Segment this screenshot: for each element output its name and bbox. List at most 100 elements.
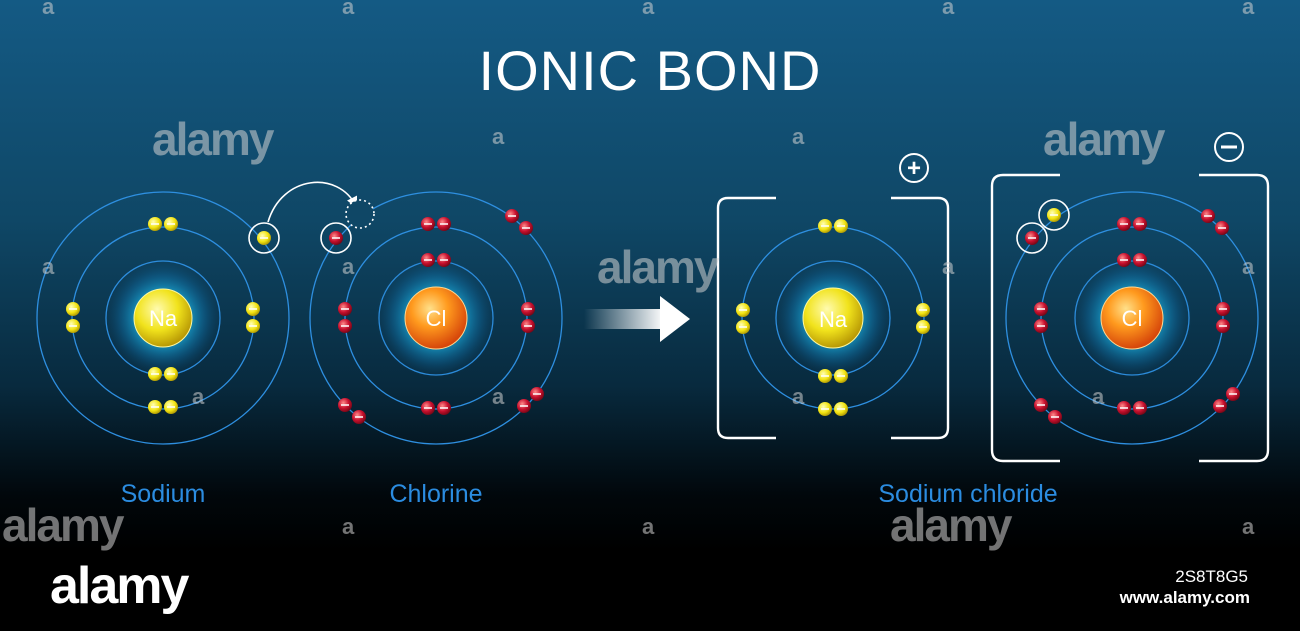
sodium-ion-symbol: Na — [819, 307, 848, 332]
chlorine-atom: Cl — [309, 191, 563, 445]
electron — [818, 402, 832, 416]
chloride-ion-nucleus — [1100, 286, 1164, 350]
electron — [818, 369, 832, 383]
electron — [164, 400, 178, 414]
electron — [916, 303, 930, 317]
chloride-ion-symbol: Cl — [1122, 306, 1143, 331]
electron — [164, 217, 178, 231]
electron — [1133, 217, 1147, 231]
electron — [164, 367, 178, 381]
electron — [1034, 302, 1048, 316]
electron — [736, 320, 750, 334]
electron — [1117, 217, 1131, 231]
electron — [1133, 401, 1147, 415]
watermark-small: a — [642, 0, 655, 19]
page-title: IONIC BOND — [478, 39, 822, 102]
electron — [437, 217, 451, 231]
sodium-electrons — [66, 217, 280, 414]
electron — [505, 209, 519, 223]
watermark: alamy — [1043, 113, 1165, 165]
electron — [1133, 253, 1147, 267]
electron — [437, 253, 451, 267]
watermark-small: a — [1242, 254, 1255, 279]
electron — [834, 219, 848, 233]
transferred-electron — [248, 222, 280, 254]
alamy-logo: alamy — [50, 557, 189, 615]
electron — [519, 221, 533, 235]
electron — [517, 399, 531, 413]
watermark: alamy — [2, 499, 124, 551]
watermark-small: a — [342, 254, 355, 279]
electron — [352, 410, 366, 424]
gained-electron — [1038, 199, 1070, 231]
diagram-panel — [0, 0, 1300, 551]
electron — [421, 401, 435, 415]
sodium-ion-orbit-2 — [741, 226, 925, 410]
sodium-orbit-2 — [71, 226, 255, 410]
chlorine-label: Chlorine — [389, 480, 483, 508]
sodium-ion-electrons — [736, 219, 930, 416]
electron — [736, 303, 750, 317]
electron — [834, 369, 848, 383]
svg-text:+: + — [907, 155, 921, 182]
electron — [1213, 399, 1227, 413]
watermark-small: a — [1242, 0, 1255, 19]
electron — [1048, 410, 1062, 424]
image-id: 2S8T8G5 — [1175, 567, 1248, 586]
electron-vacancy — [345, 199, 375, 229]
electron — [148, 217, 162, 231]
chloride-ion-bracket-right — [1199, 173, 1270, 463]
negative-charge-icon — [1214, 132, 1244, 162]
watermark-small: a — [792, 384, 805, 409]
sodium-orbit-3 — [36, 191, 290, 445]
electron — [834, 402, 848, 416]
watermark-small: a — [342, 514, 355, 539]
watermark-small: a — [492, 384, 505, 409]
electron-transfer-arrow — [267, 181, 358, 223]
electron — [1201, 209, 1215, 223]
electron — [148, 367, 162, 381]
site-url[interactable]: www.alamy.com — [1119, 588, 1250, 607]
chlorine-orbit-3 — [309, 191, 563, 445]
watermark-small: a — [942, 0, 955, 19]
chloride-ion-electrons — [1016, 199, 1240, 424]
electron — [530, 387, 544, 401]
sodium-symbol: Na — [149, 306, 178, 331]
electron — [246, 302, 260, 316]
sodium-label: Sodium — [120, 480, 206, 508]
electron — [916, 320, 930, 334]
chlorine-symbol: Cl — [426, 306, 447, 331]
electron — [1226, 387, 1240, 401]
chlorine-orbit-2 — [344, 226, 528, 410]
watermark-small: a — [942, 254, 955, 279]
electron — [437, 401, 451, 415]
electron — [338, 302, 352, 316]
chlorine-electrons — [320, 199, 544, 424]
sodium-ion-bracket-right — [891, 196, 950, 440]
electron — [1216, 302, 1230, 316]
chlorine-nucleus — [404, 286, 468, 350]
watermark-small: a — [792, 124, 805, 149]
watermark: alamy — [152, 113, 274, 165]
electron — [1215, 221, 1229, 235]
positive-charge-icon: + — [899, 153, 929, 183]
electron — [1034, 398, 1048, 412]
watermark-small: a — [642, 514, 655, 539]
electron — [148, 400, 162, 414]
electron — [338, 398, 352, 412]
electron — [1117, 401, 1131, 415]
watermark: alamy — [890, 499, 1012, 551]
outer-electron — [320, 222, 352, 254]
watermark-small: a — [42, 0, 55, 19]
electron — [1216, 319, 1230, 333]
outer-electron — [1016, 222, 1048, 254]
electron — [338, 319, 352, 333]
sodium-ion-bracket-left — [716, 196, 776, 440]
watermark: alamy — [597, 241, 719, 293]
electron — [521, 302, 535, 316]
watermark-small: a — [1242, 514, 1255, 539]
electron — [1117, 253, 1131, 267]
chloride-ion: Cl — [990, 132, 1270, 463]
